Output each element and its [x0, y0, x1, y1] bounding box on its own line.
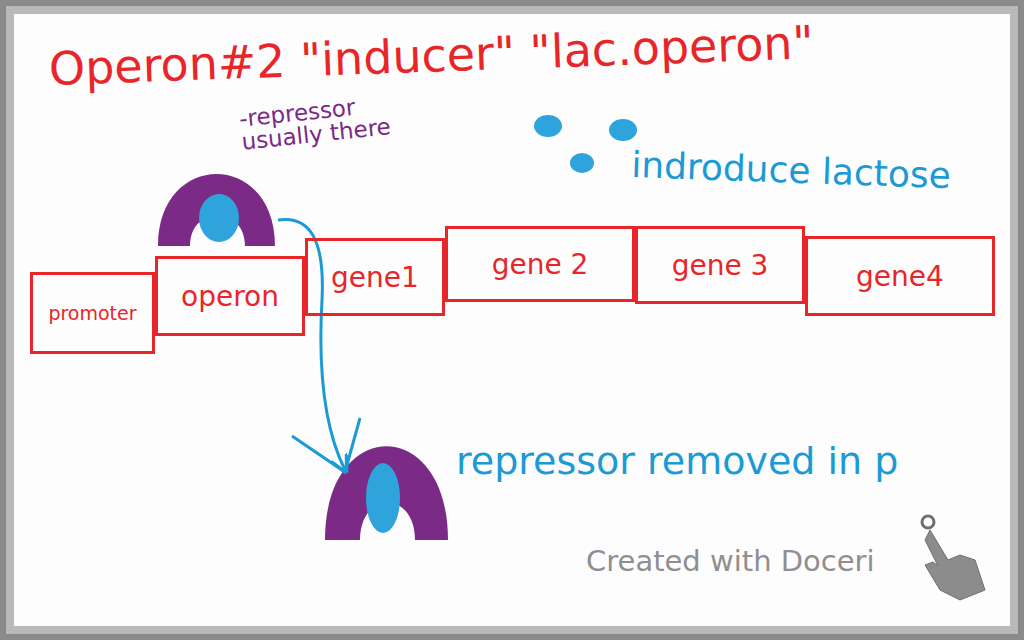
repressor-protein — [325, 446, 448, 540]
gene-segment: gene 3 — [635, 226, 805, 304]
board-frame-inner — [6, 6, 1018, 634]
operator-segment: operon — [155, 256, 305, 336]
gene-segment: gene1 — [305, 238, 445, 316]
segment-label: gene1 — [331, 261, 419, 294]
board-surface — [14, 14, 1010, 626]
promoter-segment: promoter — [30, 272, 155, 354]
note: repressor removed in p — [456, 434, 906, 489]
segment-label: promoter — [48, 302, 136, 324]
gene-segment: gene 2 — [445, 226, 635, 302]
segment-label: gene 3 — [672, 249, 769, 282]
gene-segment: gene4 — [805, 236, 995, 316]
lactose-molecules — [534, 115, 637, 173]
repressor-protein — [158, 174, 275, 246]
arrow-head — [292, 418, 360, 472]
segment-label: gene 2 — [492, 248, 589, 281]
watermark: Created with Doceri — [586, 546, 916, 578]
segment-label: gene4 — [856, 260, 944, 293]
doceri-hand-icon — [922, 516, 985, 600]
segment-label: operon — [181, 280, 279, 313]
